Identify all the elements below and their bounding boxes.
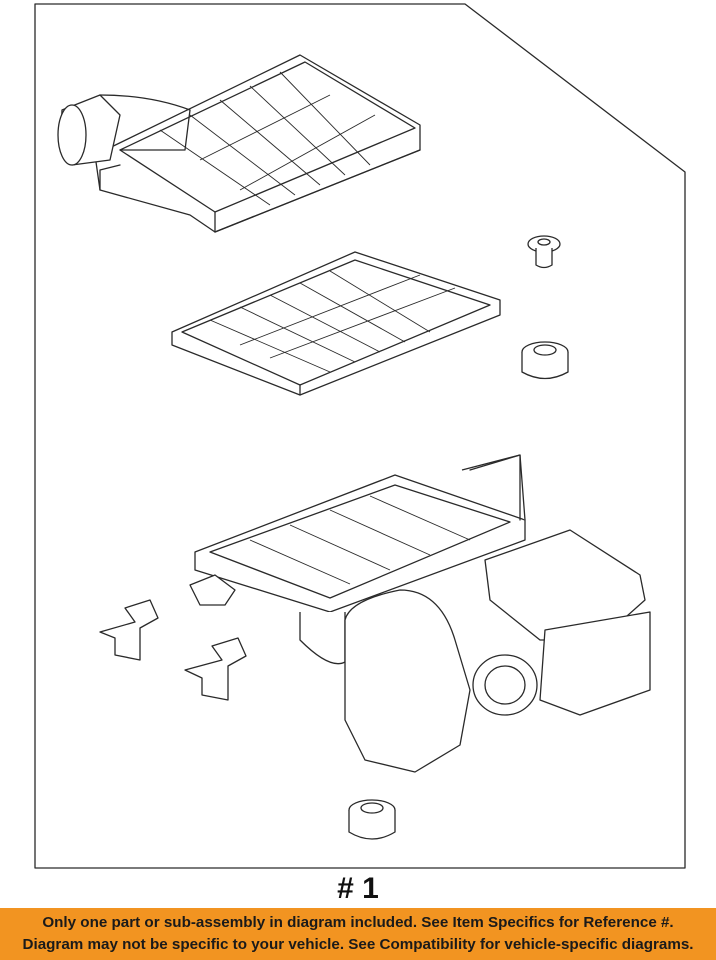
air-filter-element xyxy=(171,251,501,396)
grommet-upper xyxy=(527,235,561,269)
grommet-middle xyxy=(521,341,569,380)
disclaimer-banner: Only one part or sub-assembly in diagram… xyxy=(0,908,716,960)
disclaimer-line-1: Only one part or sub-assembly in diagram… xyxy=(42,914,674,931)
clip-left xyxy=(99,599,159,661)
air-cleaner-housing xyxy=(189,454,651,773)
diagram-frame xyxy=(34,3,686,869)
grommet-lower xyxy=(348,799,396,840)
parts-diagram xyxy=(34,3,686,869)
disclaimer-line-2: Diagram may not be specific to your vehi… xyxy=(22,936,694,953)
reference-number: # 1 xyxy=(337,872,379,905)
air-cleaner-cover xyxy=(57,54,421,233)
clip-right xyxy=(184,637,247,701)
